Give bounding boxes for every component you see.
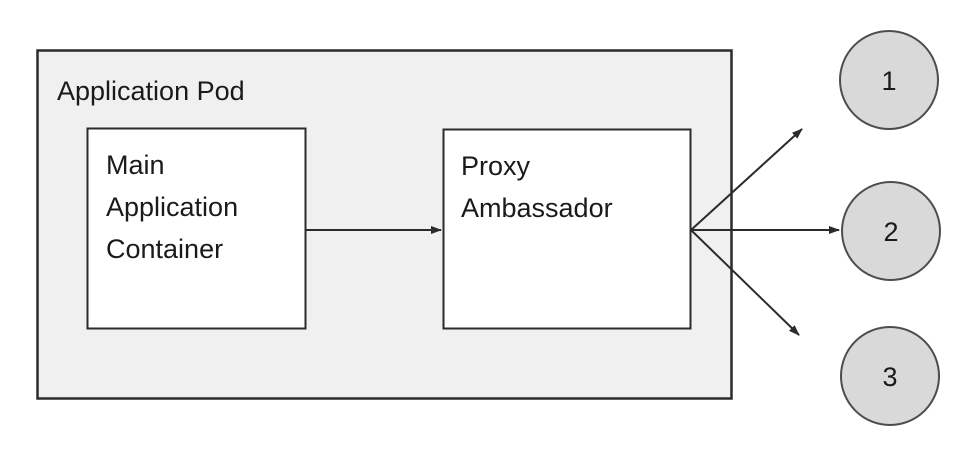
- endpoint-node-3[interactable]: 3: [840, 326, 940, 426]
- proxy-ambassador-container-line-2: Ambassador: [461, 193, 613, 223]
- connector-proxy-to-endpoint-1: [690, 128, 803, 231]
- endpoint-node-1[interactable]: 1: [839, 30, 939, 130]
- endpoint-circle-2: [841, 181, 941, 281]
- endpoint-node-2[interactable]: 2: [841, 181, 941, 281]
- proxy-ambassador-container-line-1: Proxy: [461, 151, 531, 181]
- endpoint-circle-3: [840, 326, 940, 426]
- endpoint-label-3: 3: [882, 362, 897, 392]
- main-application-container[interactable]: Main Application Container: [86, 127, 307, 330]
- main-application-container-line-1: Main: [106, 150, 165, 180]
- application-pod-label: Application Pod: [57, 76, 245, 106]
- proxy-ambassador-container-rect: [442, 128, 692, 330]
- main-application-container-line-2: Application: [106, 192, 238, 222]
- endpoint-circle-1: [839, 30, 939, 130]
- endpoint-label-2: 2: [883, 217, 898, 247]
- connector-proxy-to-endpoint-3: [690, 229, 800, 336]
- proxy-ambassador-container[interactable]: Proxy Ambassador: [442, 128, 692, 330]
- main-application-container-rect: [86, 127, 307, 330]
- endpoint-label-1: 1: [881, 66, 896, 96]
- main-application-container-line-3: Container: [106, 234, 223, 264]
